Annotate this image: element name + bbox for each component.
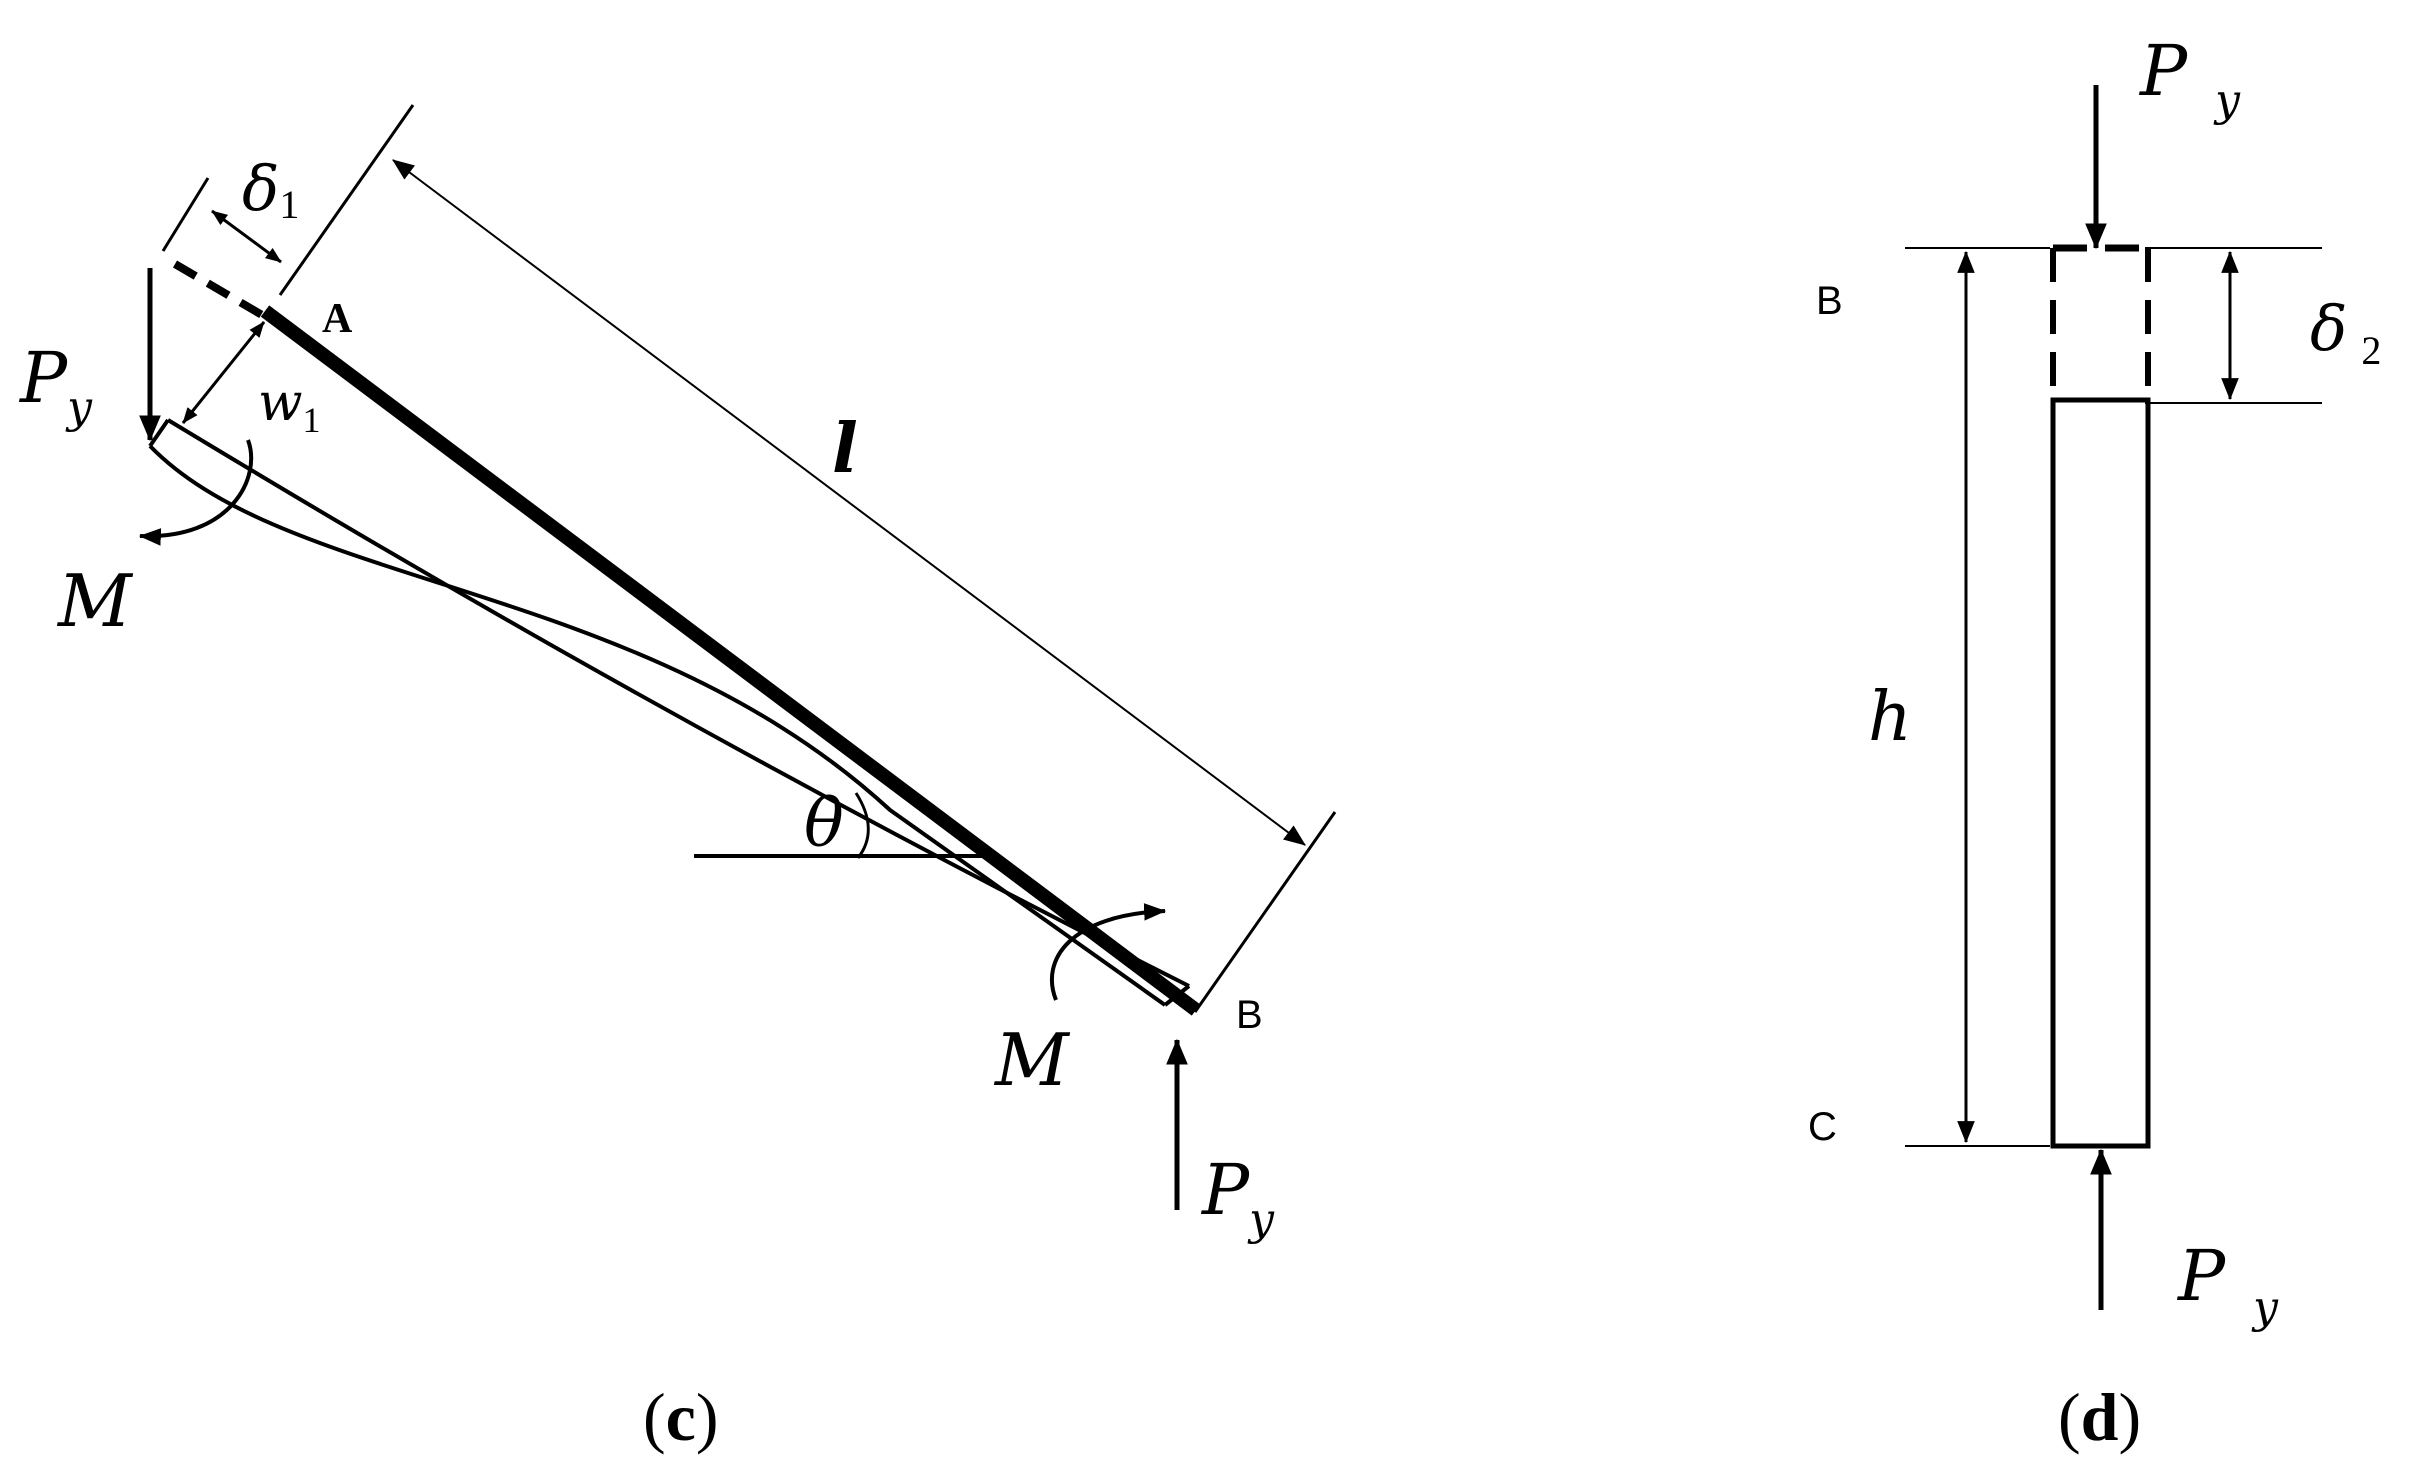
- moment-bottom-arrow: [1050, 903, 1167, 1001]
- caption-d: (d): [2058, 1379, 2141, 1455]
- caption-c: (c): [643, 1379, 719, 1455]
- moment-top-label: M: [56, 559, 134, 643]
- point-b-label: B: [1236, 993, 1263, 1037]
- force-bottom-label: Py: [1200, 1149, 1275, 1245]
- delta1-label: δ1: [242, 152, 299, 227]
- deformed-beam: [148, 418, 1191, 1007]
- delta1-dashed-end: [172, 260, 265, 319]
- extension-line-b: [1193, 811, 1337, 1013]
- panel-c: l δ1 w1 A Py M θ M B: [18, 104, 1337, 1455]
- length-symbol: l: [832, 409, 858, 489]
- force-top-label: Py: [18, 337, 93, 433]
- w1-arrow: [181, 321, 266, 424]
- length-dimension-arrow: [392, 159, 1306, 846]
- height-symbol: h: [1868, 678, 1912, 757]
- w1-label: w1: [258, 373, 321, 440]
- point-c-label: C: [1808, 1105, 1837, 1149]
- moment-bottom-label: M: [993, 1018, 1071, 1102]
- point-a-label: A: [322, 296, 353, 342]
- point-b-label: B: [1816, 279, 1843, 323]
- column-body: [2050, 397, 2151, 1149]
- moment-top-arrow: [138, 439, 254, 546]
- delta1-extension-line: [161, 177, 210, 252]
- angle-arc: [854, 792, 870, 859]
- original-beam-line: [260, 305, 1201, 1016]
- angle-symbol: θ: [804, 785, 844, 862]
- extension-line-a: [278, 104, 415, 296]
- delta1-arrow: [211, 209, 282, 264]
